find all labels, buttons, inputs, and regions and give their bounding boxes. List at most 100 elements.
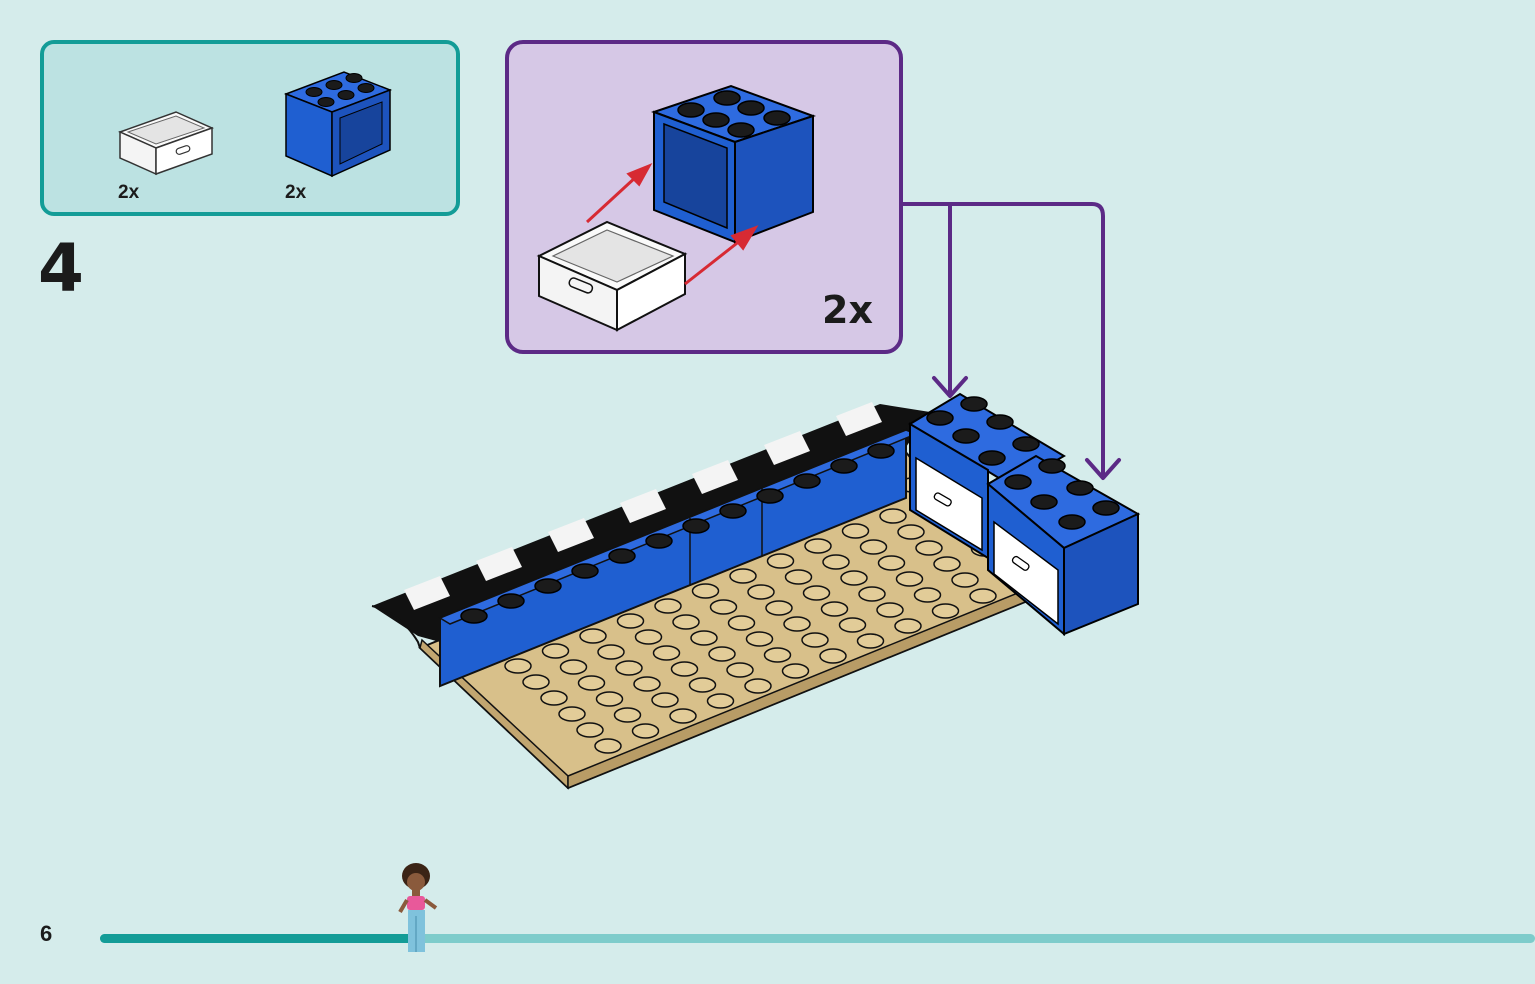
plate-stud bbox=[651, 692, 679, 708]
plate-stud bbox=[745, 631, 774, 647]
plate-stud bbox=[688, 677, 717, 693]
plate-stud bbox=[559, 659, 588, 675]
plate-stud bbox=[913, 587, 942, 603]
backrest-stripe bbox=[548, 518, 594, 552]
plate-stud bbox=[876, 602, 904, 618]
backrest-stripe bbox=[764, 431, 810, 465]
plate-stud bbox=[951, 572, 979, 588]
plate-stud bbox=[670, 661, 699, 677]
plate-stud bbox=[576, 722, 604, 738]
plate-stud bbox=[838, 617, 867, 633]
plate-stud bbox=[822, 554, 850, 570]
progress-bar-fill bbox=[100, 934, 416, 943]
plate-stud bbox=[594, 738, 622, 754]
wall-stud bbox=[830, 458, 858, 474]
wall-stud bbox=[793, 473, 821, 489]
plate-stud bbox=[631, 723, 660, 739]
plate-stud bbox=[729, 568, 757, 584]
plate-stud bbox=[744, 678, 772, 694]
plate-stud bbox=[858, 586, 886, 602]
plate-stud bbox=[894, 618, 922, 634]
plate-stud bbox=[708, 646, 736, 662]
plate-stud bbox=[763, 647, 792, 663]
backrest-stripe bbox=[620, 489, 666, 523]
plate-stud bbox=[841, 523, 870, 539]
wall-stud bbox=[534, 578, 562, 594]
backrest-stripe bbox=[404, 576, 450, 610]
drawer-qty: 2x bbox=[118, 182, 140, 203]
subassembly-box: 2x bbox=[505, 40, 903, 354]
plate-stud bbox=[597, 644, 625, 660]
plate-stud bbox=[804, 538, 832, 554]
plate-stud bbox=[747, 584, 775, 600]
wall-stud bbox=[867, 443, 895, 459]
plate-stud bbox=[654, 598, 682, 614]
plate-stud bbox=[504, 658, 532, 674]
plate-stud bbox=[933, 556, 961, 572]
plate-stud bbox=[727, 615, 756, 631]
plate-stud bbox=[540, 690, 568, 706]
plate-stud bbox=[726, 662, 754, 678]
plate-stud bbox=[784, 569, 813, 585]
plate-stud bbox=[820, 601, 849, 617]
progress-bar bbox=[100, 934, 1535, 943]
subassembly-qty: 2x bbox=[822, 288, 873, 332]
drawer-part-icon bbox=[117, 111, 215, 176]
plate-stud bbox=[595, 691, 624, 707]
plate-stud bbox=[897, 524, 925, 540]
plate-stud bbox=[669, 708, 697, 724]
plate-stud bbox=[613, 707, 642, 723]
wall-stud bbox=[497, 593, 525, 609]
plate-stud bbox=[915, 540, 943, 556]
plate-stud bbox=[969, 588, 997, 604]
plate-stud bbox=[879, 508, 907, 524]
wall-stud bbox=[645, 533, 673, 549]
plate-stud bbox=[634, 629, 663, 645]
plate-stud bbox=[709, 599, 738, 615]
plate-stud bbox=[766, 553, 795, 569]
backrest-stripe bbox=[836, 402, 882, 436]
step-number: 4 bbox=[38, 230, 84, 307]
plate-stud bbox=[781, 663, 810, 679]
plate-stud bbox=[616, 613, 645, 629]
wall-stud bbox=[571, 563, 599, 579]
wall-stud bbox=[682, 518, 710, 534]
plate-stud bbox=[895, 571, 924, 587]
plate-stud bbox=[615, 660, 643, 676]
plate-stud bbox=[802, 585, 831, 601]
plate-stud bbox=[706, 693, 735, 709]
plate-stud bbox=[819, 648, 847, 664]
plate-stud bbox=[522, 674, 550, 690]
cupboard-part-icon bbox=[283, 71, 393, 178]
parts-list-box: 2x 2x bbox=[40, 40, 460, 216]
plate-stud bbox=[859, 539, 888, 555]
plate-stud bbox=[783, 616, 811, 632]
plate-stud bbox=[652, 645, 681, 661]
backrest-stripe bbox=[476, 547, 522, 581]
plate-stud bbox=[877, 555, 906, 571]
plate-stud bbox=[801, 632, 829, 648]
plate-stud bbox=[691, 583, 720, 599]
plate-stud bbox=[931, 603, 960, 619]
backrest-stripe bbox=[692, 460, 738, 494]
cupboard-qty: 2x bbox=[285, 182, 307, 203]
wall-stud bbox=[756, 488, 784, 504]
minifigure-icon bbox=[398, 863, 438, 952]
wall-stud bbox=[608, 548, 636, 564]
subassembly-illustration bbox=[536, 84, 817, 332]
plate-stud bbox=[690, 630, 718, 646]
page-number: 6 bbox=[40, 921, 53, 946]
plate-stud bbox=[579, 628, 607, 644]
plate-stud bbox=[672, 614, 700, 630]
plate-stud bbox=[577, 675, 606, 691]
plate-stud bbox=[765, 600, 793, 616]
wall-stud bbox=[719, 503, 747, 519]
plate-stud bbox=[840, 570, 868, 586]
plate-stud bbox=[633, 676, 661, 692]
plate-stud bbox=[541, 643, 570, 659]
plate-stud bbox=[558, 706, 586, 722]
plate-stud bbox=[856, 633, 885, 649]
wall-stud bbox=[460, 608, 488, 624]
